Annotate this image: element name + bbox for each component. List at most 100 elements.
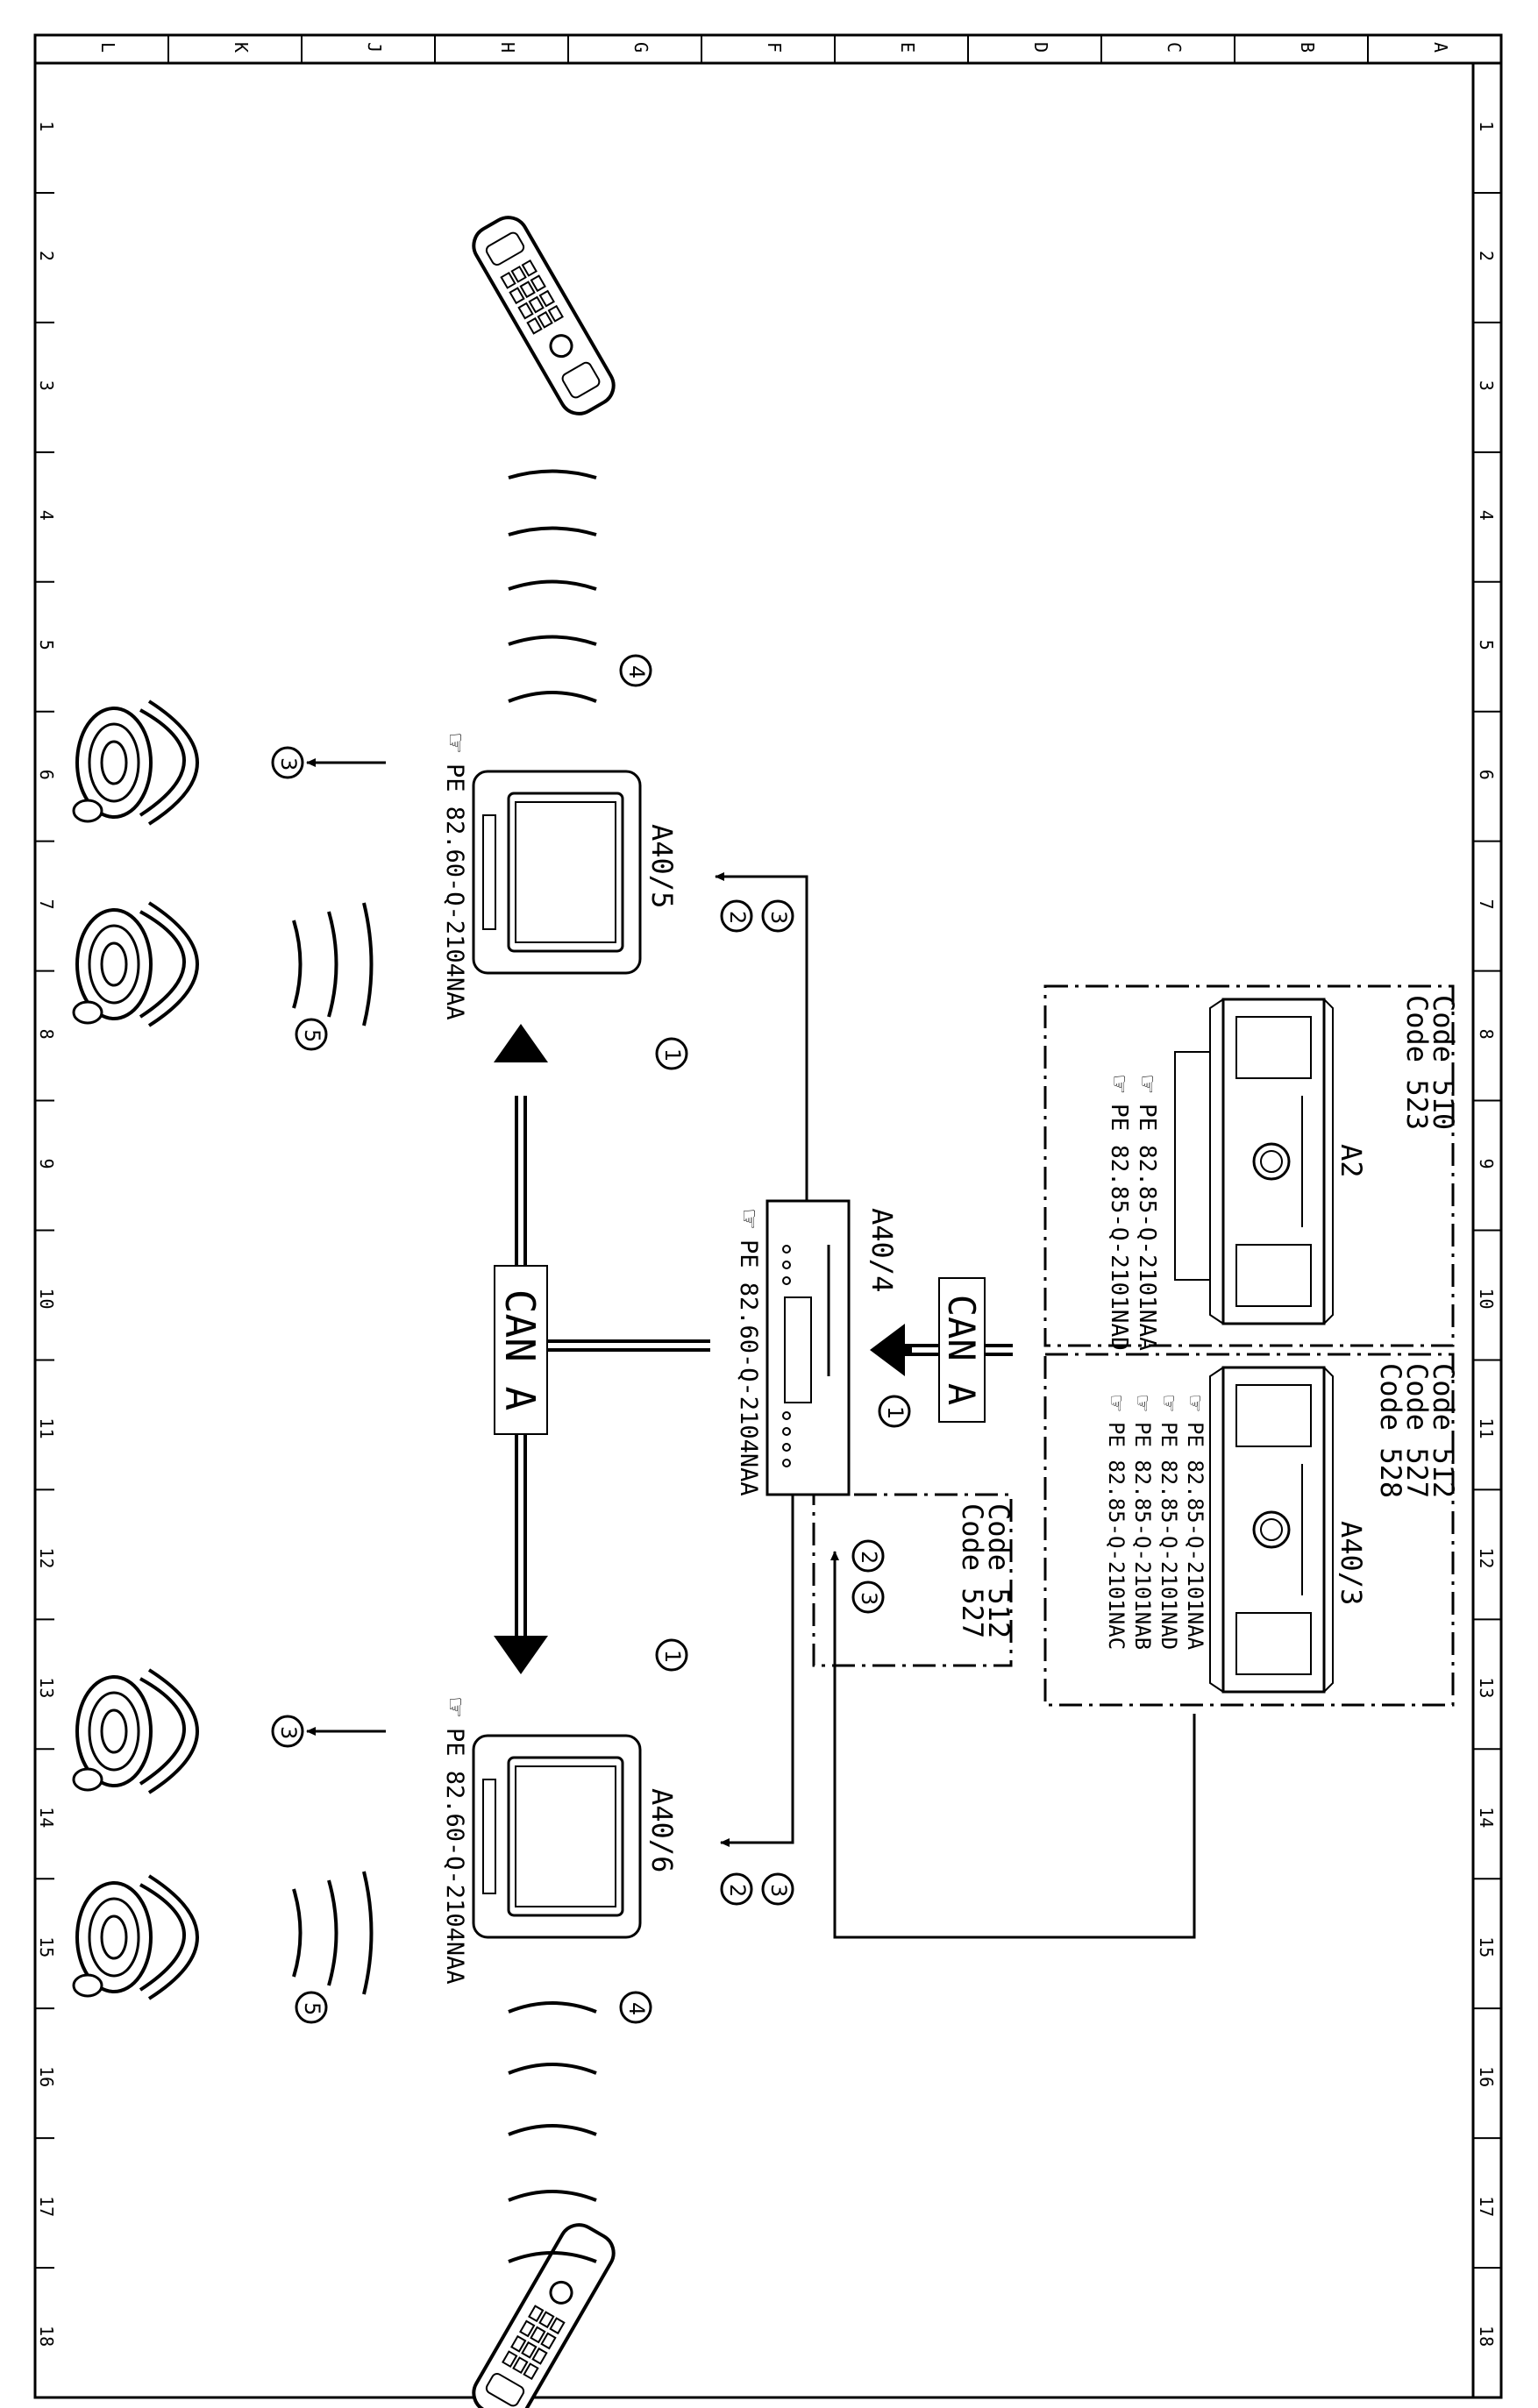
row-number-right: 2 [1476, 251, 1497, 261]
a40-3-pe-ref-4: PE 82.85-Q-2101NAC [1104, 1422, 1129, 1650]
headphones-icon [72, 1668, 199, 1794]
row-number-right: 3 [1476, 380, 1497, 391]
row-number-left: 15 [36, 1936, 57, 1957]
a40-3-pe-ref-1: PE 82.85-Q-2101NAA [1183, 1422, 1207, 1651]
row-number-right: 11 [1476, 1417, 1497, 1438]
step-marker: 5 [295, 1991, 328, 2024]
row-number-right: 13 [1476, 1677, 1497, 1698]
row-number-left: 14 [36, 1807, 57, 1828]
hand-icon: ☞ [1130, 1394, 1155, 1413]
svg-text:4: 4 [624, 2002, 649, 2015]
headphones-group [72, 700, 199, 2000]
a2-label: A2 [1335, 1144, 1368, 1178]
svg-text:3: 3 [766, 1884, 791, 1897]
a40-6-display [472, 1734, 642, 1939]
a40-4-label: A40/4 [865, 1208, 899, 1292]
row-number-left: 16 [36, 2066, 57, 2087]
signal-lines [715, 872, 1196, 1939]
step-marker: 1 [655, 1638, 688, 1672]
can-bus: CAN A [494, 1024, 710, 1674]
hand-icon: ☞ [441, 732, 470, 754]
row-number-right: 18 [1476, 2326, 1497, 2347]
a2-code-1: Code 510 [1427, 995, 1460, 1130]
svg-text:4: 4 [624, 665, 649, 678]
step-marker: 5 [295, 1018, 328, 1051]
column-letter: F [764, 42, 785, 53]
ir-waves-top [508, 469, 597, 703]
row-number-right: 8 [1476, 1029, 1497, 1040]
column-letter: B [1297, 42, 1318, 53]
column-letter: C [1164, 42, 1185, 53]
a40-4-pe-ref: PE 82.60-Q-2104NAA [735, 1240, 762, 1496]
column-letter: J [364, 42, 385, 53]
row-number-left: 1 [36, 121, 57, 131]
row-number-right: 7 [1476, 899, 1497, 910]
a40-5-label: A40/5 [645, 824, 679, 908]
code-box-code-2: Code 527 [956, 1503, 989, 1638]
frame-grid-ticks [35, 35, 1501, 2269]
row-number-right: 12 [1476, 1547, 1497, 1568]
svg-text:2: 2 [857, 1551, 881, 1564]
svg-text:3: 3 [857, 1592, 881, 1605]
column-letter: L [97, 42, 118, 53]
dash-dot-boxes [812, 984, 1455, 1707]
a2-code-2: Code 523 [1400, 995, 1434, 1130]
a40-3-code-3: Code 528 [1374, 1363, 1407, 1498]
a40-3-box [1043, 1353, 1455, 1707]
row-number-left: 18 [36, 2326, 57, 2347]
row-number-left: 7 [36, 899, 57, 910]
a40-3-code-1: Code 512 [1427, 1363, 1460, 1498]
row-number-right: 14 [1476, 1807, 1497, 1828]
a40-6-pe-ref: PE 82.60-Q-2104NAA [441, 1728, 468, 1985]
step-marker: 4 [619, 1991, 652, 2024]
hand-icon: ☞ [1157, 1394, 1181, 1413]
step-marker: 2 [720, 899, 753, 933]
step-marker: 3 [761, 1872, 794, 1906]
a40-5-display [472, 770, 642, 975]
column-letter: H [497, 42, 518, 53]
svg-text:5: 5 [300, 1029, 324, 1042]
hand-icon: ☞ [441, 1696, 470, 1718]
a2-pe-ref-1: PE 82.85-Q-2101NAA [1134, 1104, 1160, 1351]
svg-text:2: 2 [725, 911, 750, 924]
row-number-left: 8 [36, 1029, 57, 1040]
row-number-right: 16 [1476, 2066, 1497, 2087]
svg-text:1: 1 [660, 1048, 685, 1062]
can-input-label: CAN A [940, 1295, 983, 1405]
step-marker: 3 [271, 1715, 304, 1748]
row-number-right: 9 [1476, 1159, 1497, 1169]
headphones-icon [72, 1874, 199, 2000]
svg-text:1: 1 [883, 1406, 908, 1419]
column-letter: G [630, 42, 652, 53]
a40-3-radio-unit [1209, 1366, 1334, 1694]
row-number-right: 17 [1476, 2196, 1497, 2217]
can-bus-label: CAN A [496, 1289, 544, 1410]
hand-icon: ☞ [1106, 1074, 1132, 1094]
ir-waves-bottom [508, 2001, 597, 2263]
svg-text:3: 3 [766, 911, 791, 924]
code-box-code-1: Code 512 [982, 1503, 1015, 1638]
remote-control-bottom [472, 2223, 616, 2408]
row-number-left: 5 [36, 640, 57, 650]
column-letter: A [1430, 42, 1451, 53]
row-number-right: 5 [1476, 640, 1497, 650]
headphones-icon [72, 700, 199, 826]
step-marker: 4 [619, 654, 652, 687]
hand-icon: ☞ [1183, 1394, 1207, 1413]
row-number-right: 4 [1476, 510, 1497, 521]
row-number-left: 4 [36, 510, 57, 521]
headphone-wireless-waves [292, 902, 374, 1995]
can-arrow-up [494, 1024, 548, 1062]
headphone-arrows [306, 758, 386, 1736]
a40-3-pe-ref-3: PE 82.85-Q-2101NAB [1130, 1422, 1155, 1650]
a40-6-label: A40/6 [645, 1788, 679, 1872]
a40-5-pe-ref: PE 82.60-Q-2104NAA [441, 764, 468, 1020]
row-number-left: 13 [36, 1677, 57, 1698]
hand-icon: ☞ [735, 1208, 764, 1230]
can-arrow-down [494, 1636, 548, 1674]
step-marker: 3 [271, 746, 304, 779]
step-marker: 1 [655, 1037, 688, 1070]
svg-text:3: 3 [276, 757, 301, 771]
